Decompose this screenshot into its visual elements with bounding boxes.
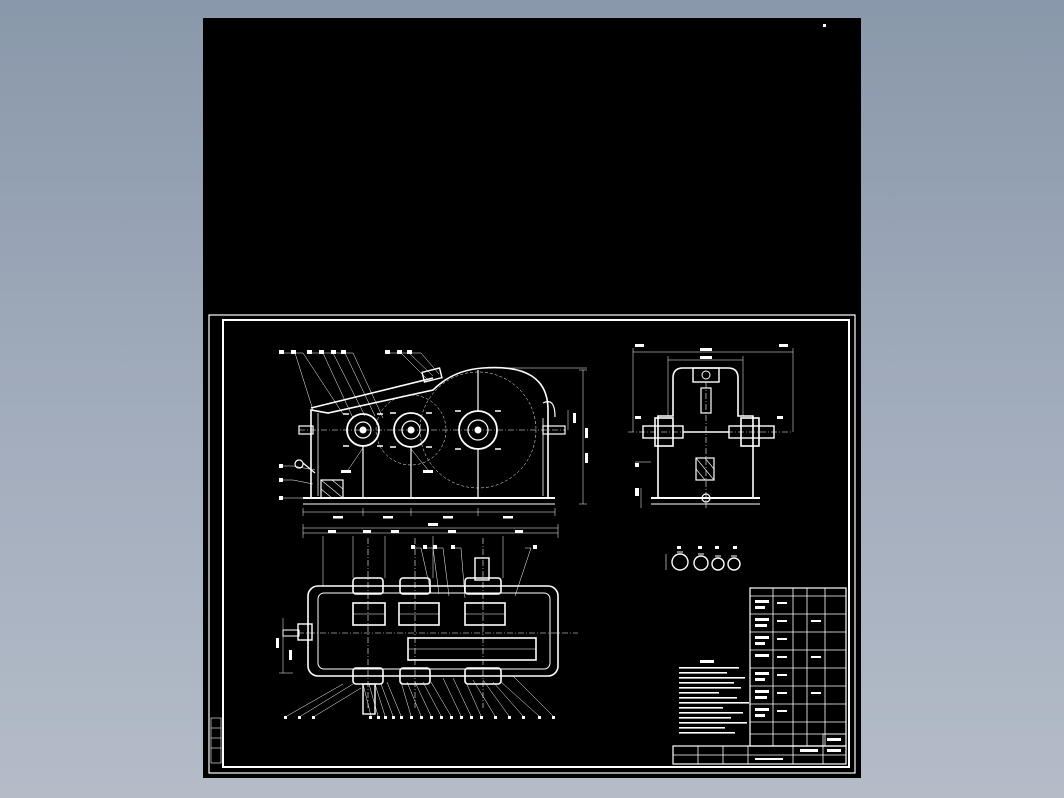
dimension-text-marks [333, 516, 513, 519]
front-elevation-view [279, 350, 588, 516]
side-elevation-view [628, 344, 794, 508]
housing-outline [310, 366, 549, 499]
title-block [672, 733, 847, 765]
ucs-origin-marker [823, 24, 826, 27]
sheet-outer-border [208, 314, 856, 774]
plan-housing-outer [307, 585, 559, 677]
cad-drawing [208, 24, 856, 774]
side-housing [657, 367, 754, 499]
shaft-sections [665, 546, 741, 571]
callouts-front [283, 352, 440, 499]
binding-strip [210, 717, 222, 764]
parts-list-table [749, 587, 847, 747]
plan-section-view [276, 523, 578, 719]
sheet-inner-border [222, 319, 850, 768]
technical-notes [679, 660, 749, 734]
callouts-plan-bottom [286, 675, 554, 717]
cad-viewer-canvas[interactable] [203, 18, 861, 778]
